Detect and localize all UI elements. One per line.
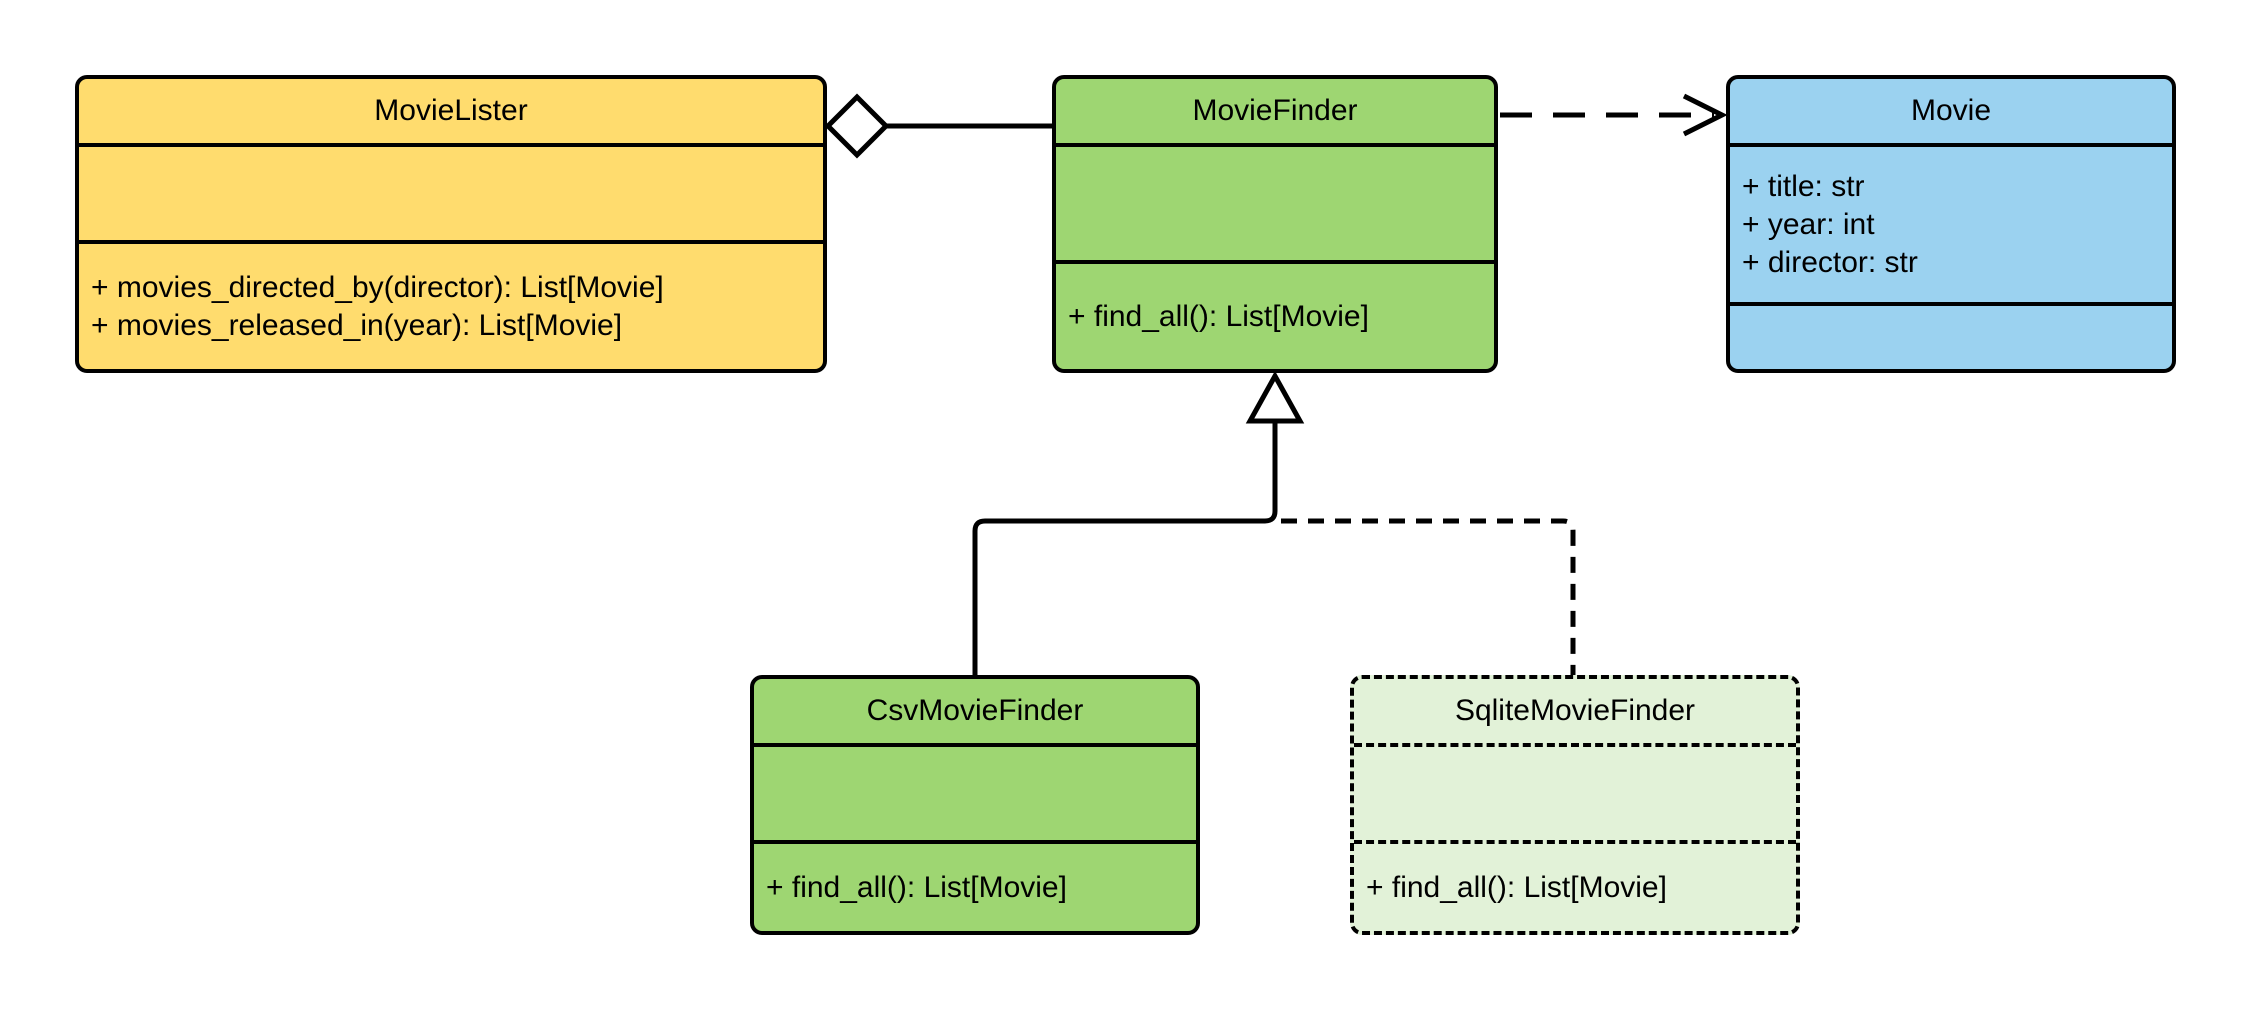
attribute-item: + year: int: [1742, 207, 1875, 241]
class-title: MovieLister: [374, 94, 528, 127]
class-methods-section: + find_all(): List[Movie]: [754, 840, 1196, 931]
method-item: + find_all(): List[Movie]: [766, 870, 1067, 904]
attribute-item: + title: str: [1742, 169, 1865, 203]
class-attributes-section: [1056, 143, 1494, 260]
class-title: MovieFinder: [1192, 94, 1358, 127]
generalization-connector-csvmoviefinder-moviefinder[interactable]: [972, 421, 1278, 675]
generalization-triangle-icon[interactable]: [1245, 370, 1305, 424]
class-title: CsvMovieFinder: [866, 694, 1084, 727]
class-attributes-section: [754, 743, 1196, 840]
class-title: Movie: [1910, 94, 1992, 127]
aggregation-diamond-icon[interactable]: [824, 93, 890, 159]
method-item: + movies_released_in(year): List[Movie]: [91, 308, 623, 342]
class-box-csvmoviefinder[interactable]: CsvMovieFinder + find_all(): List[Movie]: [750, 675, 1200, 935]
method-item: + find_all(): List[Movie]: [1068, 299, 1369, 333]
generalization-connector-sqlitemoviefinder-moviefinder[interactable]: [1281, 518, 1576, 675]
generalization-dashed-line[interactable]: [1281, 518, 1576, 675]
attribute-item: + director: str: [1742, 245, 1918, 279]
method-item: + find_all(): List[Movie]: [1366, 870, 1667, 904]
open-arrowhead-icon[interactable]: [1682, 93, 1728, 137]
class-methods-section: + movies_directed_by(director): List[Mov…: [79, 240, 823, 369]
class-attributes-section: [1354, 743, 1796, 840]
method-item: + movies_directed_by(director): List[Mov…: [91, 270, 664, 304]
class-attributes-section: [79, 143, 823, 240]
dependency-connector-moviefinder-movie[interactable]: [1500, 93, 1728, 137]
class-title: SqliteMovieFinder: [1454, 694, 1696, 727]
class-methods-section: [1730, 302, 2172, 369]
class-methods-section: + find_all(): List[Movie]: [1354, 840, 1796, 931]
class-methods-section: + find_all(): List[Movie]: [1056, 260, 1494, 369]
class-box-sqlitemoviefinder[interactable]: SqliteMovieFinder + find_all(): List[Mov…: [1350, 675, 1800, 935]
class-attributes-section: + title: str + year: int + director: str: [1730, 143, 2172, 302]
generalization-solid-line[interactable]: [972, 421, 1278, 675]
class-box-moviefinder[interactable]: MovieFinder + find_all(): List[Movie]: [1052, 75, 1498, 373]
aggregation-connector-movielister-moviefinder[interactable]: [824, 93, 1054, 159]
class-box-movielister[interactable]: MovieLister + movies_directed_by(directo…: [75, 75, 827, 373]
class-box-movie[interactable]: Movie + title: str + year: int + directo…: [1726, 75, 2176, 373]
